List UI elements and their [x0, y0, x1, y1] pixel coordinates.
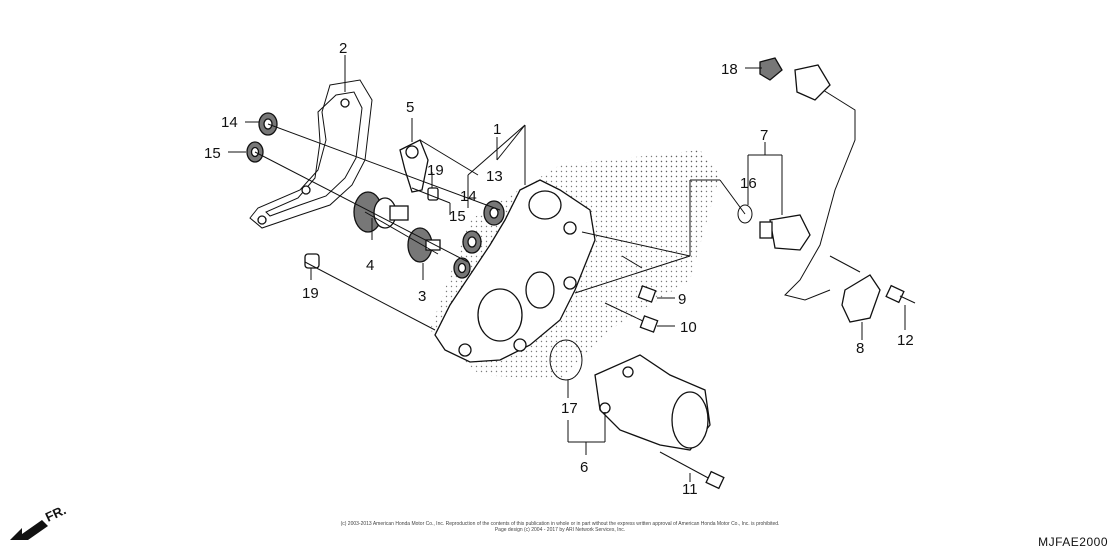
callout-9: 9: [678, 291, 686, 308]
bearing-part: [489, 207, 499, 219]
cap-part: [759, 57, 783, 81]
o-ring-part: [737, 204, 753, 224]
housing-bore: [477, 288, 523, 342]
copyright-notice: (c) 2003-2013 American Honda Motor Co., …: [310, 521, 810, 533]
diagram-code: MJFAE2000: [1038, 535, 1108, 549]
bearing-part: [467, 236, 477, 248]
gasket-inner: [265, 91, 363, 217]
dowel-pin-part: [304, 253, 320, 269]
callout-18: 18: [721, 61, 738, 78]
callout-16: 16: [740, 175, 757, 192]
callout-15: 15: [204, 145, 221, 162]
motor-part: [594, 354, 711, 451]
callout-leaders: [228, 55, 906, 482]
callout-3: 3: [418, 288, 426, 305]
housing-hole: [513, 338, 527, 352]
callout-8: 8: [856, 340, 864, 357]
callout-10: 10: [680, 319, 697, 336]
callout-14: 14: [460, 188, 477, 205]
gasket-hole: [340, 98, 350, 108]
bolt-part: [885, 284, 916, 304]
callout-1: 1: [493, 121, 501, 138]
gear-shaft-part: [353, 191, 409, 233]
o-ring-part: [549, 339, 583, 381]
callout-19: 19: [302, 285, 319, 302]
gasket-hole: [301, 185, 311, 195]
housing-hole: [563, 276, 577, 290]
bolt-part: [604, 302, 659, 333]
leader-lines: [254, 123, 861, 331]
gear-part: [407, 227, 441, 263]
bearing-part: [457, 262, 467, 274]
shift-arm-part: [399, 139, 429, 193]
front-label: FR.: [43, 502, 68, 524]
callout-17: 17: [561, 400, 578, 417]
housing-bore: [528, 190, 562, 220]
bolt-part: [621, 255, 657, 303]
callout-7: 7: [760, 127, 768, 144]
bolt-part: [659, 451, 725, 490]
callout-labels: 1 2 3 4 5 6 7 8 9 10 11 12 13 14 14 15 1…: [204, 40, 914, 498]
copyright-line-2: Page design (c) 2004 - 2017 by ARI Netwo…: [494, 527, 626, 533]
callout-14: 14: [221, 114, 238, 131]
callout-15: 15: [449, 208, 466, 225]
bracket-part: [841, 274, 881, 323]
connector-part: [794, 64, 831, 101]
callout-13: 13: [486, 168, 503, 185]
callout-4: 4: [366, 257, 374, 274]
gasket-part: [249, 79, 373, 229]
shading-right: [590, 150, 720, 205]
sensor-part: [759, 214, 811, 251]
callout-19: 19: [427, 162, 444, 179]
callout-5: 5: [406, 99, 414, 116]
gasket-hole: [257, 215, 267, 225]
copyright-line-1: (c) 2003-2013 American Honda Motor Co., …: [340, 521, 780, 527]
callout-12: 12: [897, 332, 914, 349]
housing-hole: [458, 343, 472, 357]
callout-2: 2: [339, 40, 347, 57]
wire-harness: [784, 84, 856, 301]
housing-part: [434, 179, 596, 363]
callout-11: 11: [682, 481, 698, 498]
housing-bore: [525, 271, 555, 309]
front-arrow-icon: FR.: [10, 502, 68, 540]
callout-6: 6: [580, 459, 588, 476]
housing-hole: [563, 221, 577, 235]
